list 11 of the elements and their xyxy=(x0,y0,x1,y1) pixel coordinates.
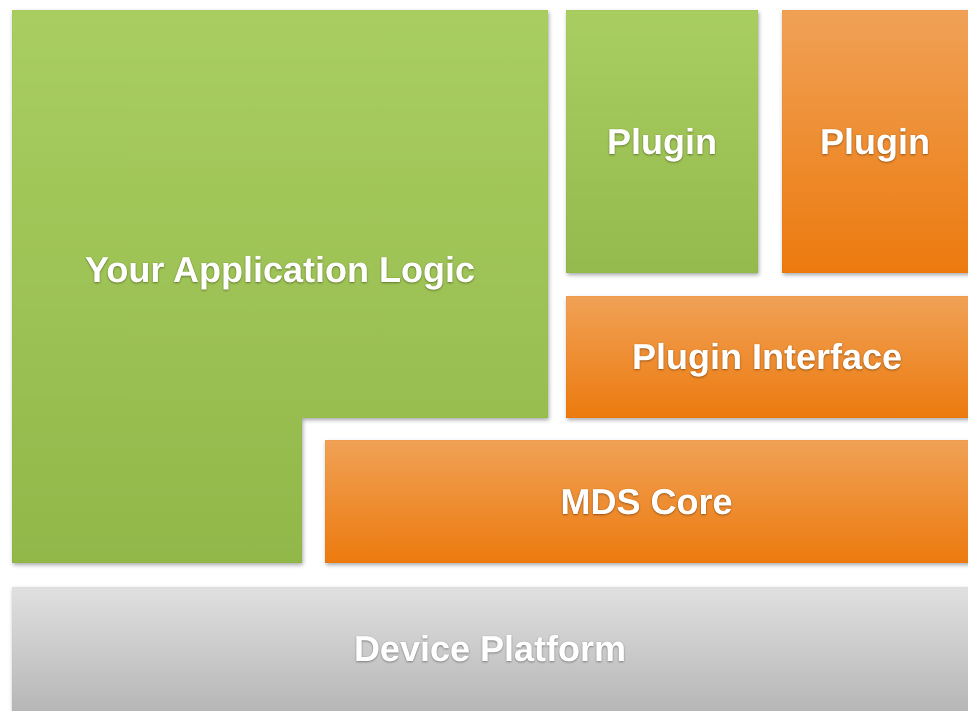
platform-layer xyxy=(12,587,968,711)
block-label: Device Platform xyxy=(354,628,626,670)
block-label: Plugin xyxy=(820,120,930,162)
plugin-block xyxy=(566,10,758,273)
interface-layer xyxy=(566,296,968,418)
block-label: Plugin Interface xyxy=(632,336,902,378)
block-label: Your Application Logic xyxy=(85,249,475,291)
block-label: MDS Core xyxy=(560,480,733,522)
core-layer xyxy=(325,440,968,563)
block-label: Plugin xyxy=(607,120,717,162)
plugin-block xyxy=(782,10,968,273)
